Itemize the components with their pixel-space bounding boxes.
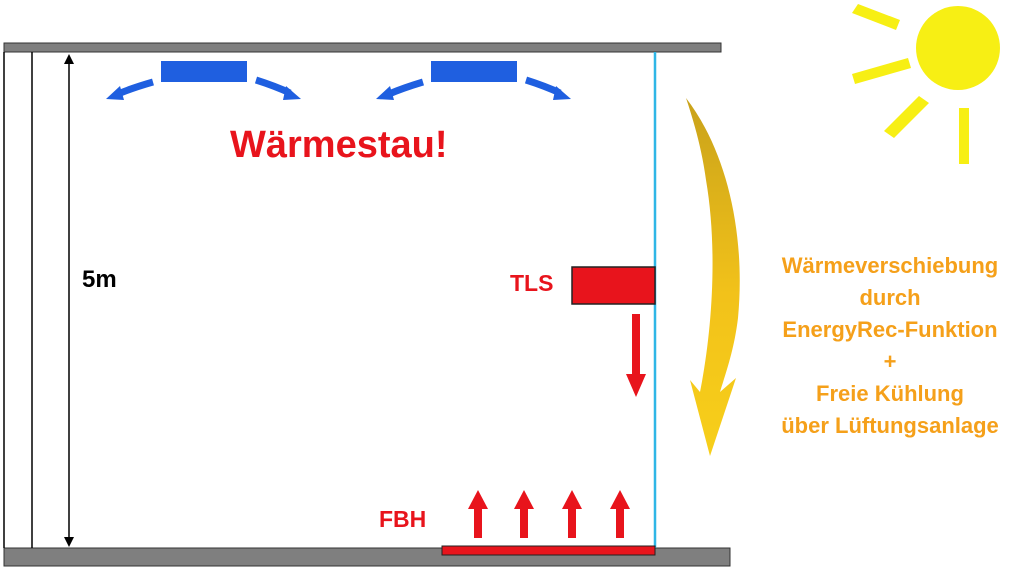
floor-heat-arrow-3 [562,490,582,538]
note-line-5: über Lüftungsanlage [781,413,999,438]
note-line-1: Wärmeverschiebung [781,253,999,278]
floor-heating-strip [441,545,656,556]
floor-heat-arrow-2 [514,490,534,538]
ceiling-unit-right [431,61,517,82]
note-plus: + [883,349,897,374]
airflow-arrow-right-2 [524,76,571,100]
height-label: 5m [82,266,117,293]
heat-shift-note: Wärmeverschiebung durch EnergyRec-Funkti… [756,250,1024,442]
airflow-arrow-left-1 [106,78,154,100]
curved-arrow-icon [686,98,740,456]
fbh-label: FBH [379,506,427,532]
ceiling-unit-left [161,61,247,82]
tls-down-arrow [626,314,646,397]
note-line-3: EnergyRec-Funktion [782,317,998,342]
airflow-arrow-left-2 [376,78,425,100]
sun-icon [852,4,1000,164]
floor-heat-arrow-4 [610,490,630,538]
note-line-2: durch [859,285,921,310]
airflow-arrow-right-1 [254,76,301,100]
tls-label: TLS [510,270,554,296]
tls-unit [571,266,656,305]
floor-heat-arrow-1 [468,490,488,538]
note-line-4: Freie Kühlung [816,381,964,406]
heat-buildup-label: Wärmestau! [230,124,448,166]
ceiling-slab [3,42,722,53]
